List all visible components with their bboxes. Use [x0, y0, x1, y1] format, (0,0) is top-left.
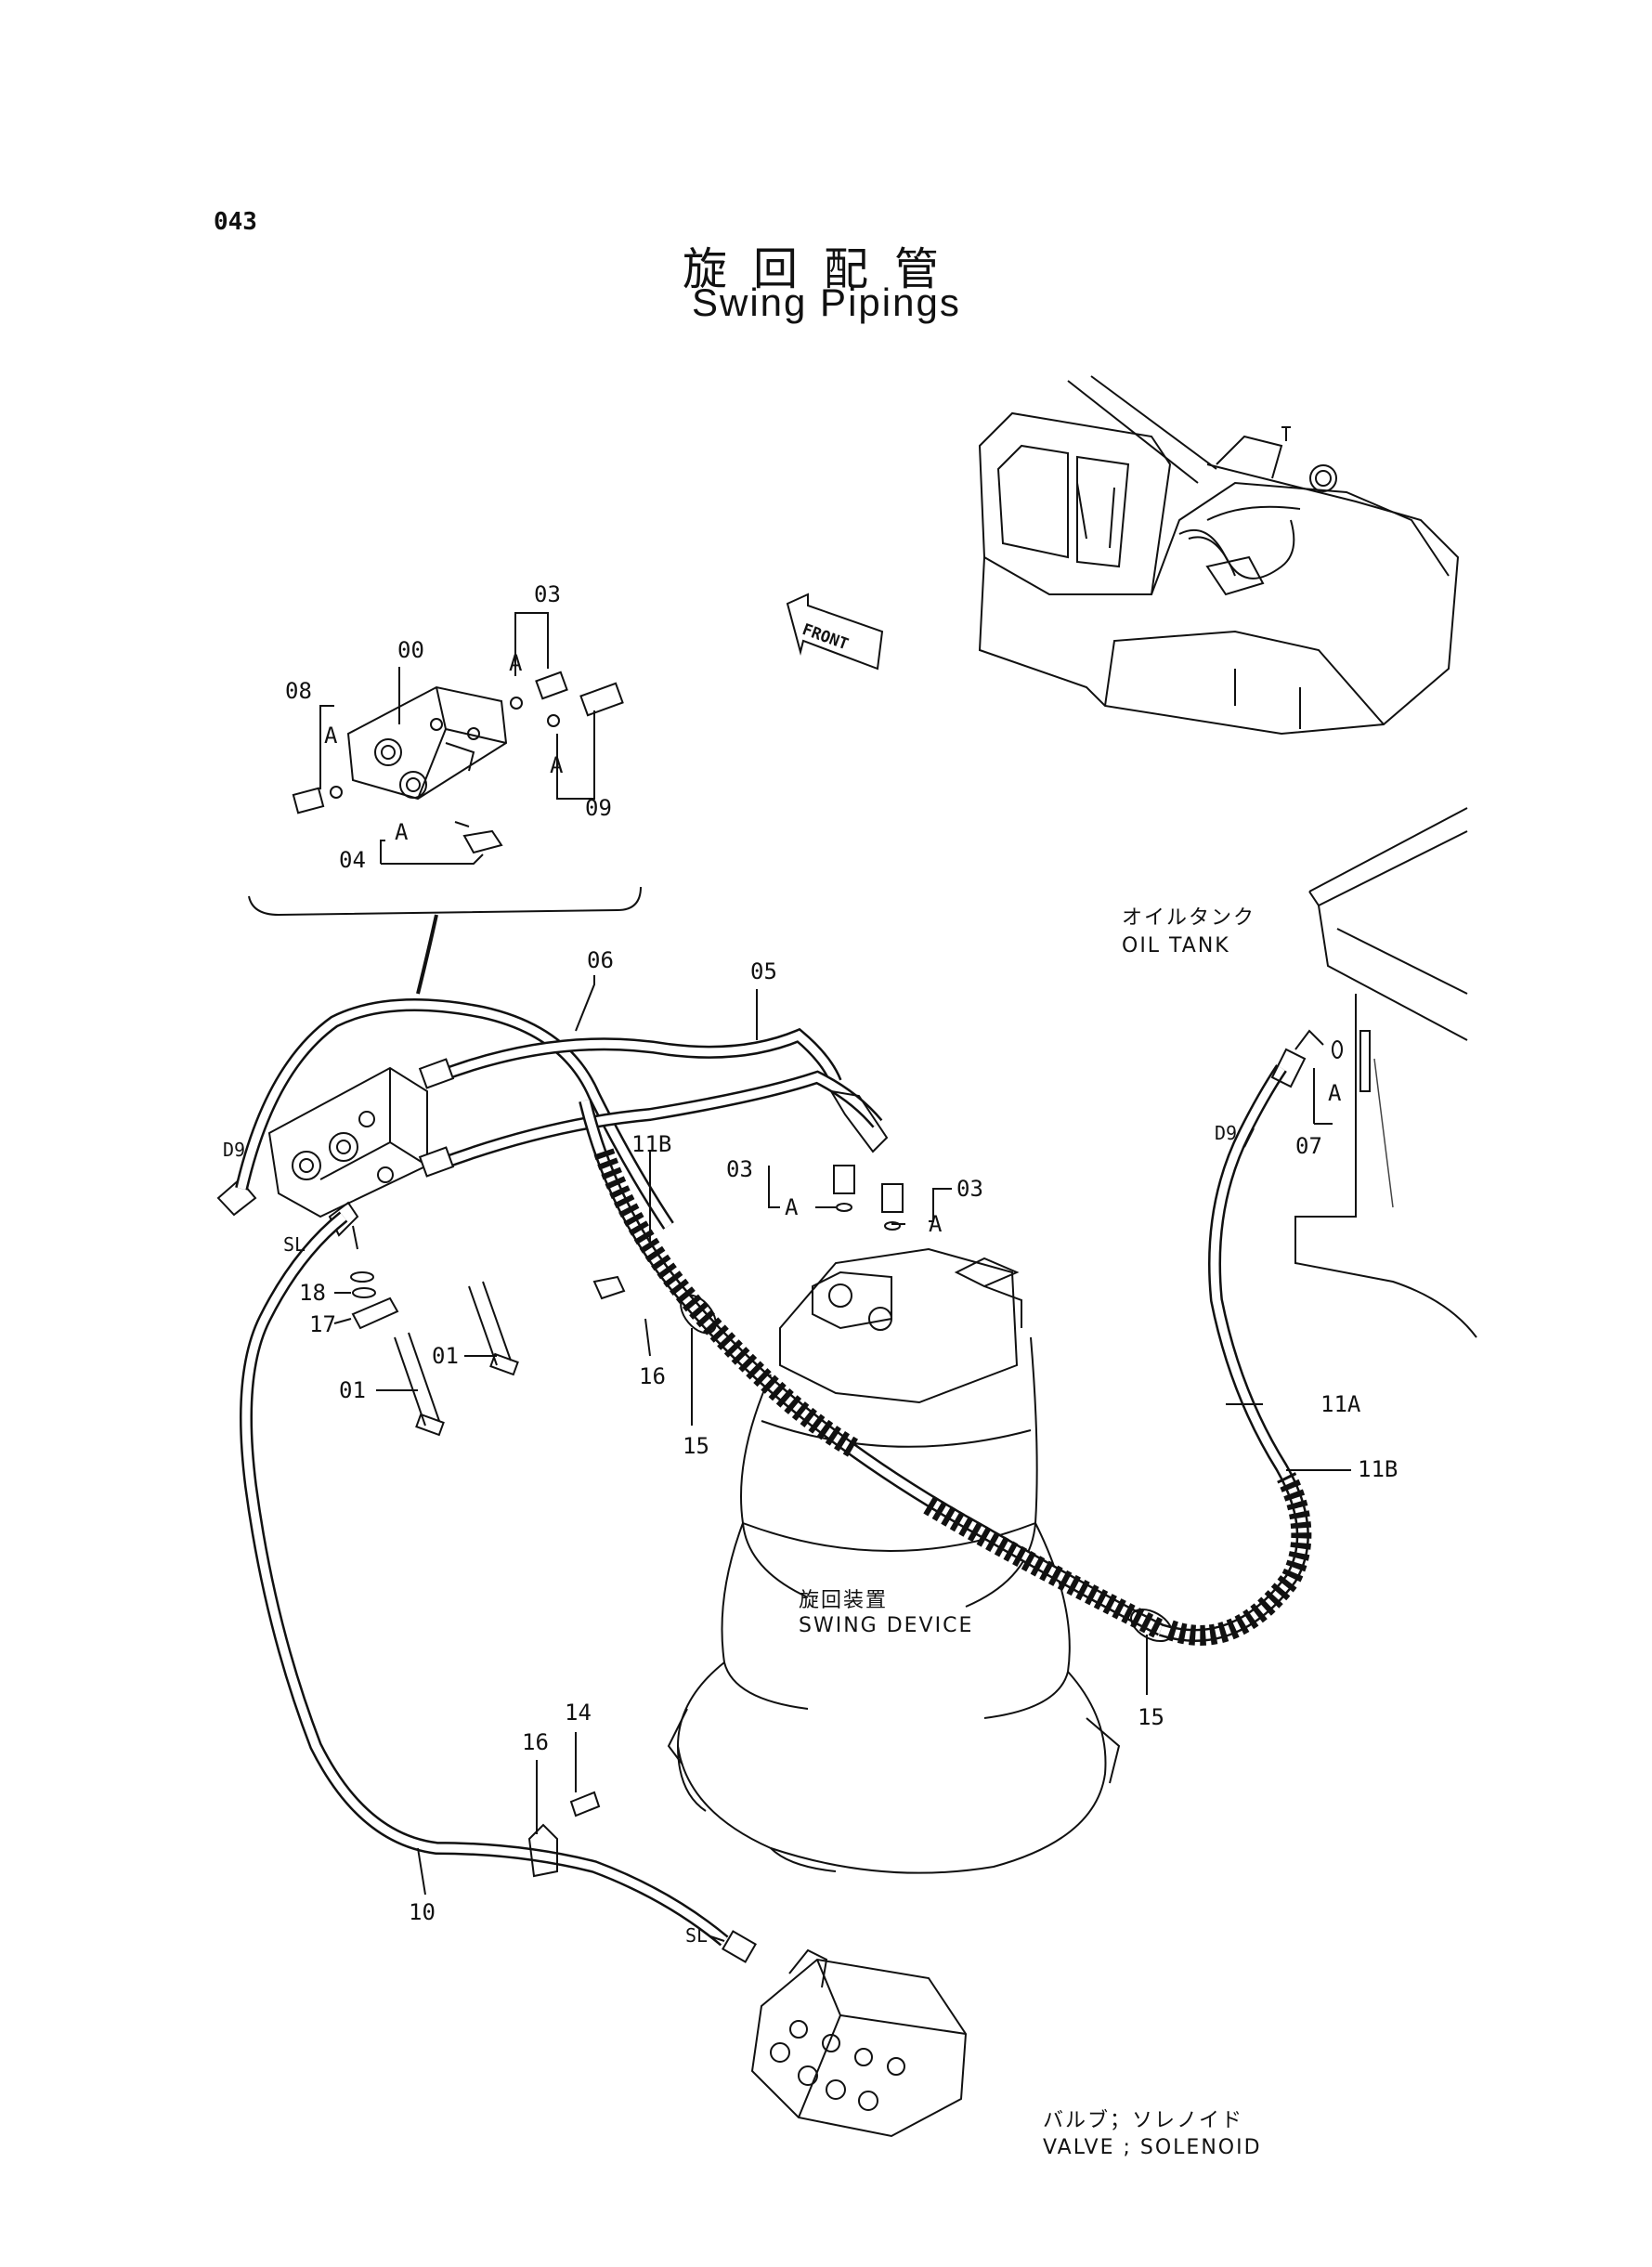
callout-01: 01 [432, 1343, 459, 1369]
callout-15: 15 [683, 1433, 709, 1459]
swing-device-label: SWING DEVICE [799, 1614, 974, 1637]
solenoid-valve-label-japanese: バルブ；ソレノイド [1043, 2109, 1244, 2132]
callout-03: 03 [534, 581, 561, 607]
leader-lines [333, 975, 1351, 1942]
callout-06: 06 [587, 947, 614, 973]
hoses-05-06 [235, 998, 889, 1230]
excavator-overview [978, 375, 1460, 736]
solenoid-valve-label: VALVE ; SOLENOID [1043, 2136, 1262, 2159]
page-title-japanese: 旋回配管 [683, 243, 966, 295]
callout-18: 18 [299, 1280, 326, 1306]
callout-11b: 11B [631, 1131, 672, 1157]
callout-14: 14 [565, 1700, 592, 1726]
callout-a: A [785, 1194, 799, 1220]
callout-05: 05 [750, 958, 777, 984]
callout-a: A [1328, 1080, 1342, 1106]
swing-valve-block [216, 1066, 428, 1237]
callout-11a: 11A [1320, 1391, 1361, 1417]
bolts [350, 1271, 519, 1437]
callout-08: 08 [285, 678, 312, 704]
solenoid-valve [750, 1948, 968, 2138]
callout-a: A [550, 752, 564, 778]
callout-04: 04 [339, 847, 366, 873]
callout-d9: D9 [223, 1139, 246, 1161]
callout-sl: SL [283, 1233, 306, 1256]
valve-block-inset [248, 612, 642, 995]
callout-00: 00 [397, 637, 424, 663]
callout-15: 15 [1138, 1704, 1164, 1730]
pilot-hose-10 [240, 1211, 757, 1963]
callout-a: A [395, 819, 409, 845]
swing-device-label-japanese: 旋回装置 [799, 1589, 889, 1612]
drain-hose-11b [579, 1099, 1173, 1643]
callout-11b: 11B [1358, 1456, 1398, 1482]
callout-a: A [509, 650, 523, 676]
callout-16: 16 [522, 1729, 549, 1755]
callout-a: A [929, 1211, 943, 1237]
callout-01: 01 [339, 1377, 366, 1403]
swing-device [667, 1247, 1121, 1874]
drain-hose-11a [1158, 1029, 1343, 1646]
callout-03: 03 [956, 1176, 983, 1202]
callout-16: 16 [639, 1363, 666, 1389]
page-number: 043 [214, 208, 257, 236]
page-title: Swing Pipings [692, 280, 961, 324]
callout-03: 03 [726, 1156, 753, 1182]
oil-tank-label: OIL TANK [1122, 934, 1230, 958]
callout-07: 07 [1295, 1133, 1322, 1159]
callout-a: A [324, 723, 338, 749]
callout-10: 10 [409, 1899, 436, 1925]
oil-tank [1294, 807, 1477, 1338]
callout-17: 17 [309, 1311, 336, 1337]
swing-fittings-03 [833, 1165, 904, 1231]
callout-sl: SL [685, 1924, 709, 1947]
oil-tank-label-japanese: オイルタンク [1122, 906, 1256, 930]
callout-d9: D9 [1215, 1122, 1238, 1144]
front-arrow-icon [786, 593, 884, 671]
callout-09: 09 [585, 795, 612, 821]
